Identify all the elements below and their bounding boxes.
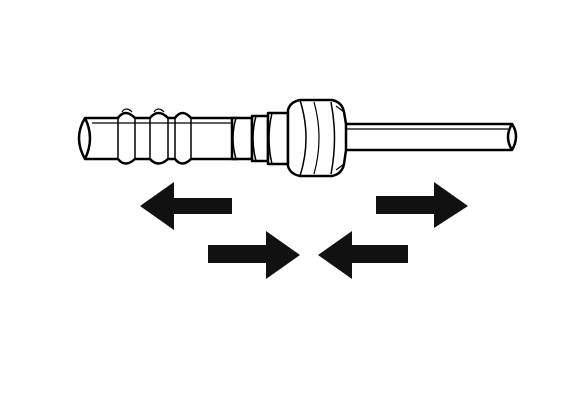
large-tube <box>77 108 239 165</box>
small-tube <box>338 122 518 152</box>
arrow-lower-left <box>208 231 300 279</box>
tube-assembly <box>77 98 518 178</box>
connector-collar <box>286 98 348 178</box>
arrow-lower-right <box>318 231 408 279</box>
tube-shoulder <box>230 111 290 166</box>
arrow-upper-right <box>376 182 468 228</box>
arrow-upper-left <box>140 182 232 230</box>
